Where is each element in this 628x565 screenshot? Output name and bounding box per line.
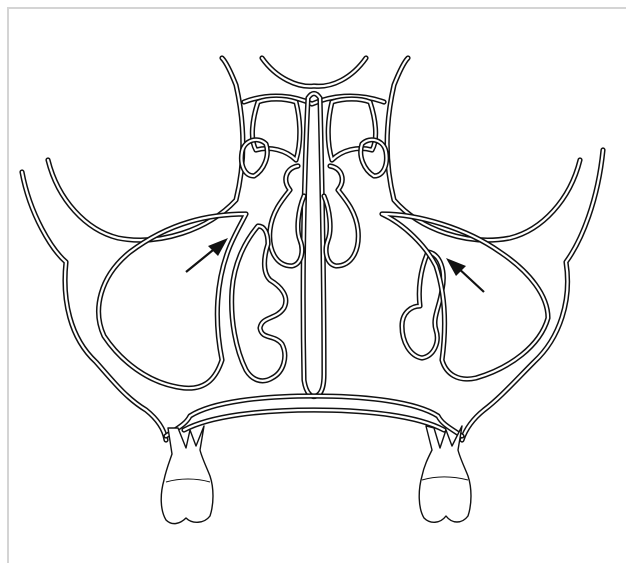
inferior-turbinates bbox=[232, 226, 444, 381]
nasal-septum bbox=[303, 94, 324, 397]
palate bbox=[166, 396, 462, 436]
left-molar-tooth bbox=[161, 426, 213, 524]
orbit-contours bbox=[48, 58, 580, 240]
nasal-cavity-walls bbox=[270, 166, 359, 266]
ethmoid-cells bbox=[242, 99, 387, 176]
right-arrow bbox=[446, 258, 484, 292]
